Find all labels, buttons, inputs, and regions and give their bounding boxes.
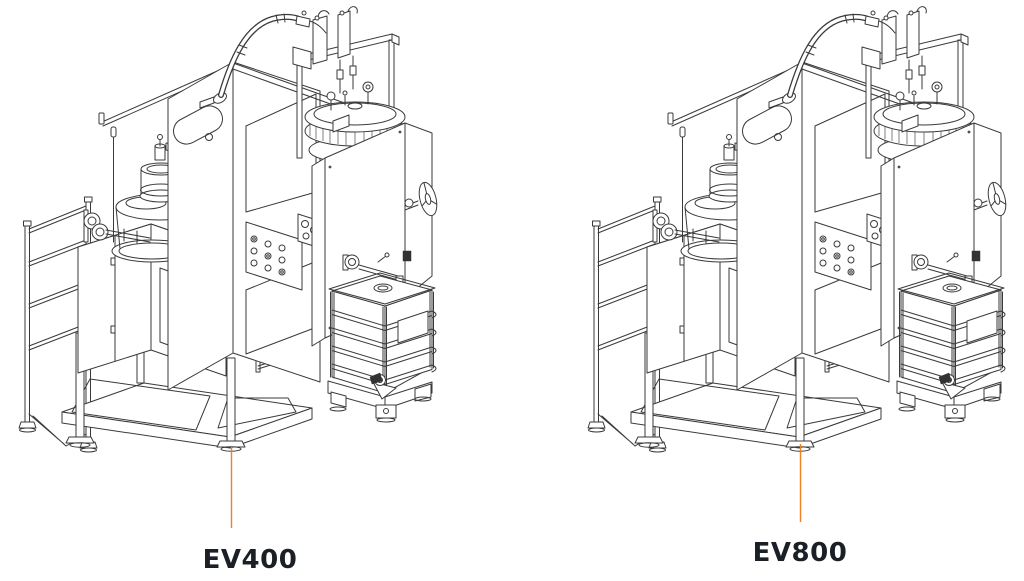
machine-illustration-ev400: [19, 7, 440, 452]
label-ev400: EV400: [202, 545, 298, 575]
machine-illustration-ev800: [588, 7, 1009, 452]
label-ev800: EV800: [752, 538, 848, 568]
